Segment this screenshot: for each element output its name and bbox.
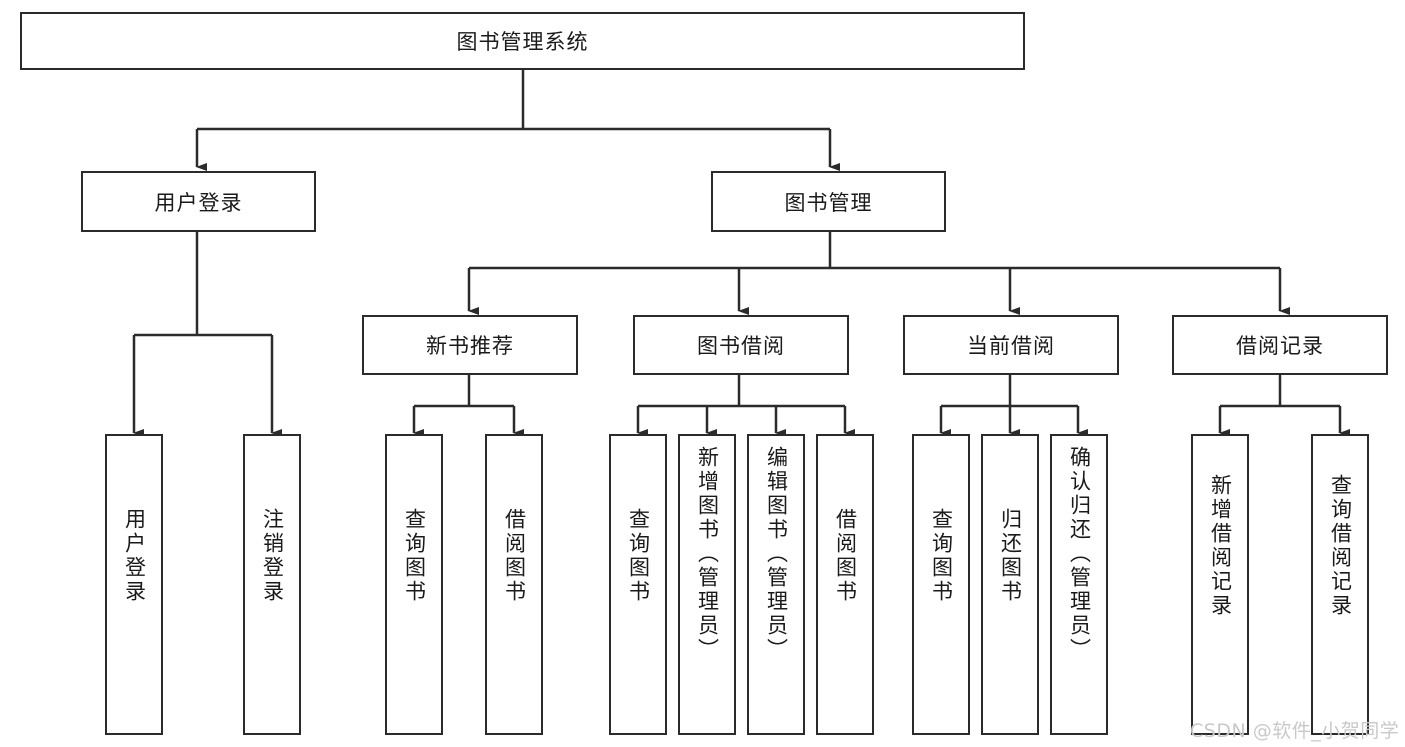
leaf-query-book-2-label: 查询图书 [626,508,651,604]
node-book-manage[interactable]: 图书管理 [711,171,946,232]
leaf-borrow-book-1-label: 借阅图书 [502,508,527,604]
node-borrow-record[interactable]: 借阅记录 [1172,315,1388,375]
leaf-user-logout[interactable]: 注销登录 [243,434,301,735]
leaf-borrow-book-2-label: 借阅图书 [833,508,858,604]
node-book-borrow-label: 图书借阅 [697,334,785,358]
node-book-manage-label: 图书管理 [784,190,873,215]
leaf-query-record[interactable]: 查询借阅记录 [1311,434,1369,735]
node-book-borrow[interactable]: 图书借阅 [633,315,849,375]
leaf-return-book[interactable]: 归还图书 [981,434,1039,735]
leaf-user-logout-label: 注销登录 [260,508,285,604]
node-new-book-recommend-label: 新书推荐 [426,334,514,358]
node-current-borrow-label: 当前借阅 [967,334,1055,358]
leaf-query-book-3[interactable]: 查询图书 [912,434,970,735]
node-user-login[interactable]: 用户登录 [81,171,316,232]
node-current-borrow[interactable]: 当前借阅 [903,315,1119,375]
leaf-query-book-3-label: 查询图书 [929,508,954,604]
leaf-add-record-label: 新增借阅记录 [1208,474,1233,618]
node-root-label: 图书管理系统 [456,30,589,54]
leaf-return-book-label: 归还图书 [998,508,1023,604]
leaf-user-login-label: 用户登录 [122,508,147,604]
leaf-add-book-label: 新增图书（管理员） [695,446,720,662]
leaf-confirm-return-label: 确认归还（管理员） [1067,446,1092,662]
node-new-book-recommend[interactable]: 新书推荐 [362,315,578,375]
node-user-login-label: 用户登录 [154,190,243,215]
leaf-query-book-1-label: 查询图书 [402,508,427,604]
leaf-borrow-book-1[interactable]: 借阅图书 [485,434,543,735]
leaf-edit-book-label: 编辑图书（管理员） [764,446,789,662]
leaf-add-book[interactable]: 新增图书（管理员） [678,434,736,735]
leaf-query-book-1[interactable]: 查询图书 [385,434,443,735]
leaf-confirm-return[interactable]: 确认归还（管理员） [1050,434,1108,735]
csdn-watermark: CSDN @软件_小贺同学 [1190,720,1400,742]
node-borrow-record-label: 借阅记录 [1236,334,1324,358]
leaf-query-record-label: 查询借阅记录 [1328,474,1353,618]
leaf-borrow-book-2[interactable]: 借阅图书 [816,434,874,735]
leaf-user-login[interactable]: 用户登录 [105,434,163,735]
leaf-add-record[interactable]: 新增借阅记录 [1191,434,1249,735]
leaf-query-book-2[interactable]: 查询图书 [609,434,667,735]
node-root[interactable]: 图书管理系统 [20,12,1025,70]
leaf-edit-book[interactable]: 编辑图书（管理员） [747,434,805,735]
